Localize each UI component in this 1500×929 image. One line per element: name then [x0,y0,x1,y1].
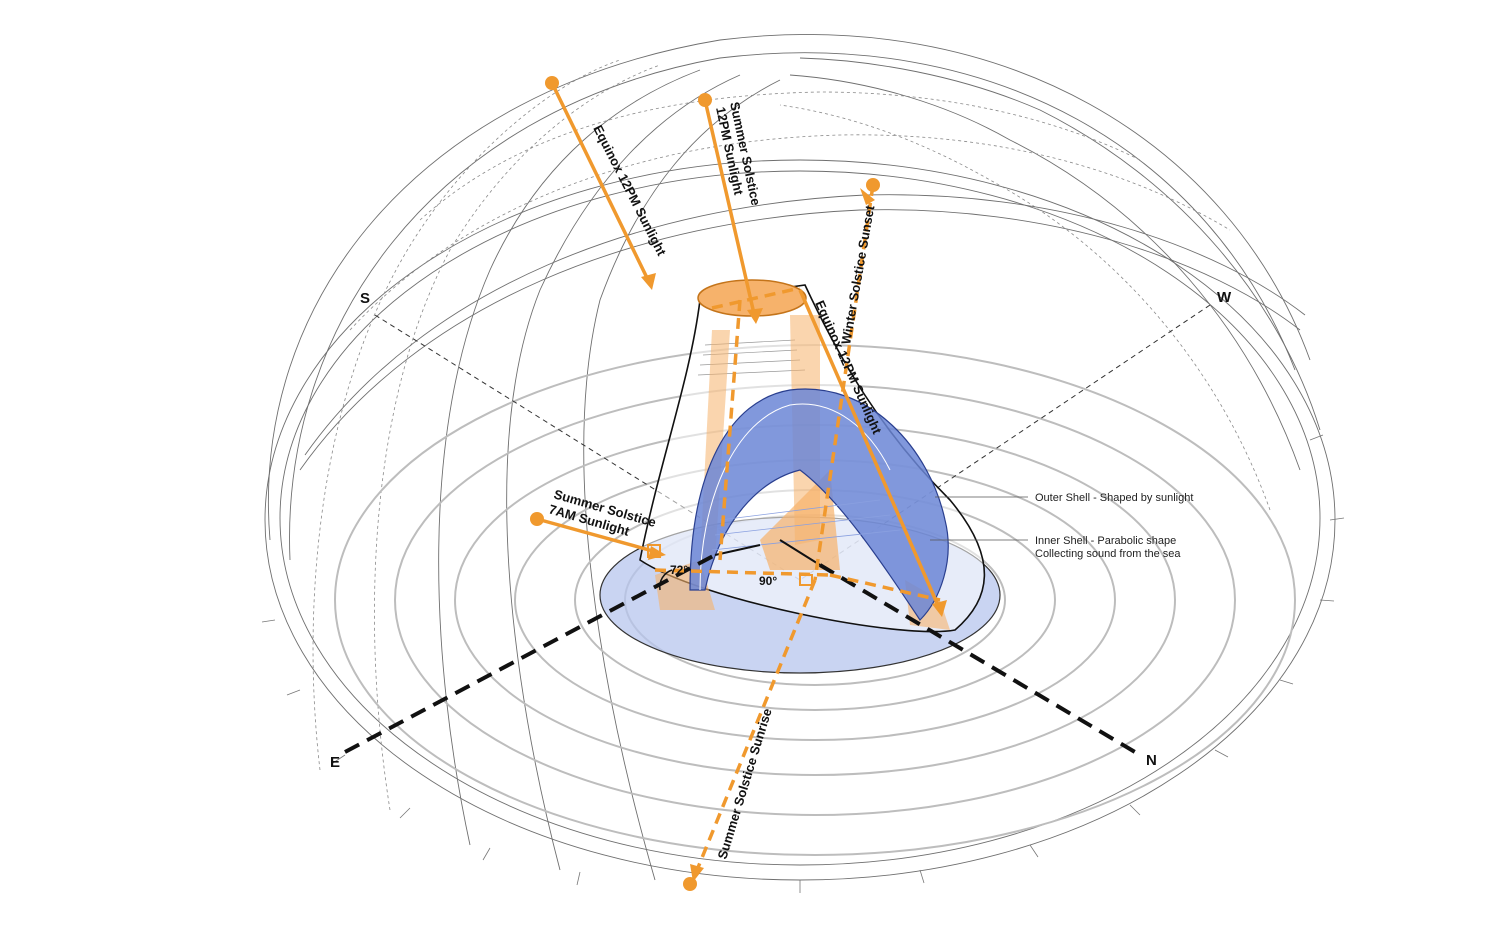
annotation-leaders [930,496,1028,541]
ray-summer-noon [703,99,757,319]
ray-winter-sunset [813,184,875,581]
annotation-outer-shell: Outer Shell - Shaped by sunlight [1035,492,1193,504]
angle-label-90: 90° [759,574,777,588]
compass-west: W [1217,289,1232,306]
ray-equinox-upper [550,82,652,285]
label-equinox-upper: Equinox 12PM Sunlight [590,123,669,259]
sun-summer-sunrise [683,877,697,891]
annotation-inner-shell-1: Inner Shell - Parabolic shape [1035,535,1176,547]
angle-label-72: 72° [670,563,688,577]
ray-equinox-inner [798,289,942,611]
sun-summer-morning [530,512,544,526]
sun-rays [530,76,947,891]
ray-summer-morning [536,517,661,555]
inner-shell [689,388,949,621]
dome-wireframe [261,34,1345,893]
annotation-inner-shell-2: Collecting sound from the sea [1035,548,1181,560]
label-summer-sunrise: Summer Solstice Sunrise [715,707,775,861]
angle-arc-72 [659,569,673,591]
compass-north: N [1146,752,1157,769]
compass-east: E [330,754,340,771]
compass-axes [344,539,1142,757]
sun-equinox-upper [545,76,559,90]
sun-summer-noon [698,93,712,107]
sun-winter-sunset [866,178,880,192]
compass-south: S [360,290,370,307]
label-winter-sunset: Winter Solstice Sunset [838,204,877,346]
